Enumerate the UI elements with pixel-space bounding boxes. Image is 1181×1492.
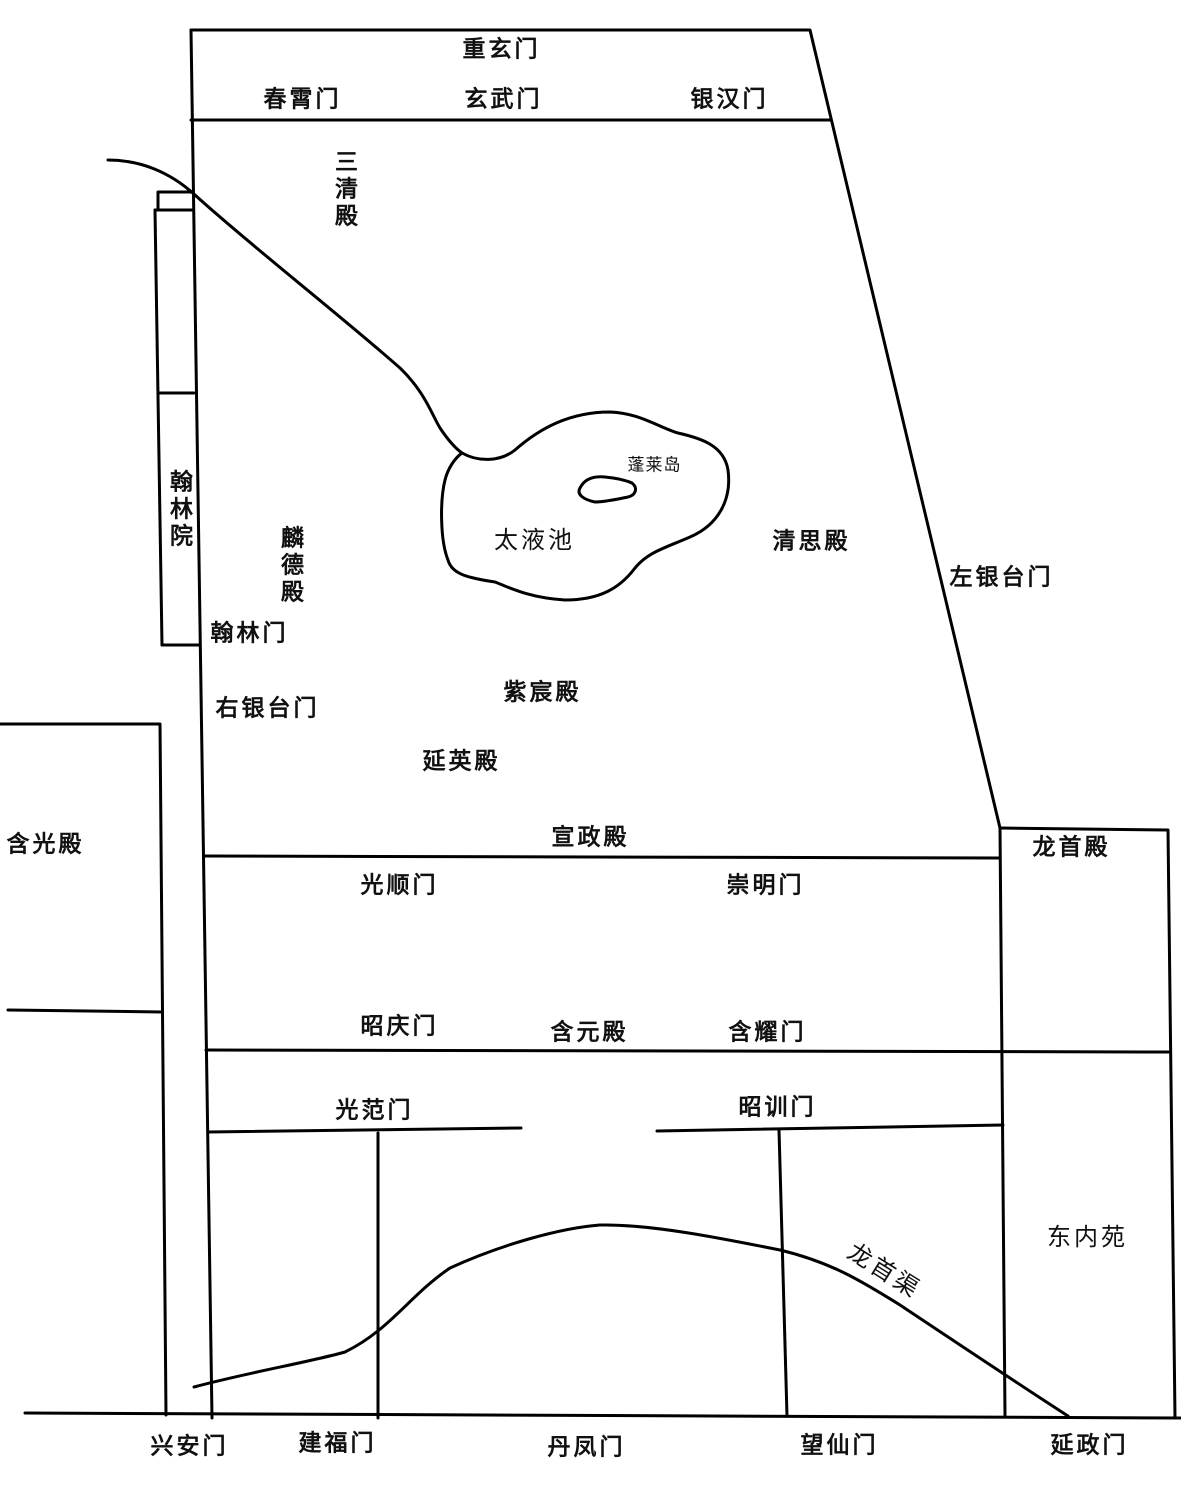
label-yanying-hall: 延英殿 xyxy=(422,748,501,775)
label-zichen-hall: 紫宸殿 xyxy=(503,679,582,706)
guangfan-wall xyxy=(206,1126,523,1134)
label-chongxuan-gate: 重玄门 xyxy=(462,36,541,63)
label-taiye-pool: 太液池 xyxy=(494,526,575,554)
hanlin-academy-west-wall xyxy=(153,208,164,647)
label-qingsi-hall: 清思殿 xyxy=(772,528,851,555)
zhaoxun-wall xyxy=(655,1123,1005,1133)
label-guangfan-gate: 光范门 xyxy=(335,1097,414,1124)
label-zhaoqing-gate: 昭庆门 xyxy=(360,1013,439,1040)
label-yinhan-gate: 银汉门 xyxy=(690,86,769,113)
taiye-pool-shore xyxy=(440,410,731,602)
label-danfeng-gate: 丹凤门 xyxy=(547,1434,626,1461)
palace-west-wall xyxy=(189,28,214,1420)
label-sanqing-hall: 三清殿 xyxy=(330,149,357,231)
south-wall xyxy=(23,1411,1181,1420)
label-chongming-gate: 崇明门 xyxy=(726,872,805,899)
label-right-yintai-gate: 右银台门 xyxy=(215,695,320,722)
label-longshou-hall: 龙首殿 xyxy=(1032,834,1111,861)
label-wangxian-gate: 望仙门 xyxy=(800,1432,879,1459)
label-east-inner-garden: 东内苑 xyxy=(1047,1223,1128,1251)
xuanzheng-wall xyxy=(202,854,1002,860)
label-jianfu-gate: 建福门 xyxy=(298,1430,377,1457)
hanyuan-wall xyxy=(204,1048,1172,1054)
label-left-yintai-gate: 左银台门 xyxy=(949,564,1054,591)
label-hanguang-hall: 含光殿 xyxy=(6,831,85,858)
label-chunxiao-gate: 春霄门 xyxy=(263,86,342,113)
label-hanlin-academy: 翰林院 xyxy=(165,469,192,551)
longshou-canal xyxy=(192,1223,1070,1418)
label-xuanzheng-hall: 宣政殿 xyxy=(551,824,630,851)
label-guangshun-gate: 光顺门 xyxy=(360,872,439,899)
hanguang-hall-enclosure xyxy=(0,722,168,1417)
label-hanyuan-hall: 含元殿 xyxy=(550,1019,629,1046)
inflow-channel xyxy=(106,158,464,455)
label-xingan-gate: 兴安门 xyxy=(150,1433,229,1460)
penglai-island-shore xyxy=(577,475,637,504)
label-hanyao-gate: 含耀门 xyxy=(728,1019,807,1046)
label-xuanwu-gate: 玄武门 xyxy=(464,86,543,113)
label-hanlin-gate: 翰林门 xyxy=(210,620,289,647)
hanguang-divider xyxy=(6,1008,164,1014)
label-penglai-island: 蓬莱岛 xyxy=(627,455,682,476)
zhaoxun-divider xyxy=(777,1128,789,1418)
label-linde-hall: 麟德殿 xyxy=(276,525,303,607)
hanlin-academy-top-cell xyxy=(156,190,195,212)
palace-outer-wall xyxy=(189,28,1007,1418)
longshou-hall-enclosure xyxy=(998,826,1177,1420)
label-zhaoxun-gate: 昭训门 xyxy=(738,1094,817,1121)
label-yanzheng-gate: 延政门 xyxy=(1050,1432,1129,1459)
